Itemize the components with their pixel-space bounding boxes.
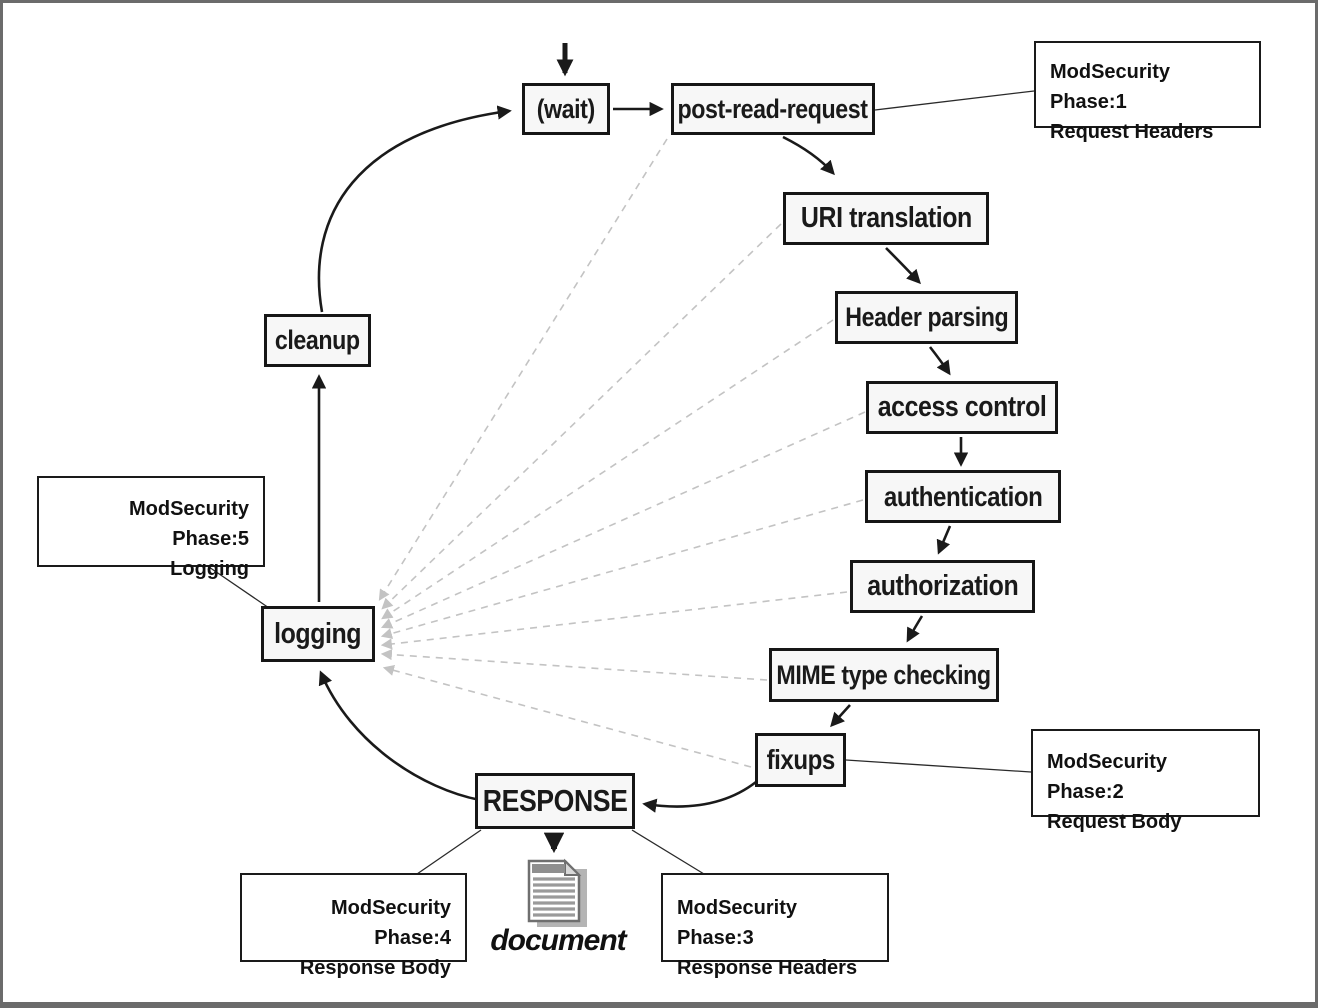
node-access-control: access control — [866, 381, 1058, 434]
callout-phase5-line1: ModSecurity Phase:5 — [128, 498, 249, 550]
document-label: document — [490, 924, 626, 957]
callout-phase2-line2: Request Body — [1047, 811, 1182, 833]
callout-connector-lines — [208, 90, 1035, 875]
dashed-links-to-logging — [378, 138, 866, 768]
node-mime-type-checking-label: MIME type checking — [776, 659, 992, 690]
node-authorization-label: authorization — [867, 570, 1018, 602]
callout-phase1-line2: Request Headers — [1050, 121, 1214, 143]
node-header-parsing-label: Header parsing — [844, 302, 1009, 332]
callout-modsecurity-phase5: ModSecurity Phase:5 Logging — [37, 476, 265, 580]
callout-phase4-line1: ModSecurity Phase:4 — [330, 897, 451, 949]
node-header-parsing: Header parsing — [835, 291, 1018, 344]
callout-modsecurity-phase2: ModSecurity Phase:2 Request Body — [1031, 729, 1260, 833]
callout-phase3-line1: ModSecurity Phase:3 — [677, 897, 798, 949]
node-uri-translation: URI translation — [783, 192, 989, 245]
node-access-control-label: access control — [877, 391, 1047, 423]
callout-phase3-line2: Response Headers — [677, 957, 858, 979]
node-authentication-label: authentication — [883, 480, 1043, 512]
node-cleanup: cleanup — [264, 314, 371, 367]
callout-phase1-line1: ModSecurity Phase:1 — [1050, 61, 1171, 113]
node-mime-type-checking: MIME type checking — [769, 648, 999, 702]
node-authentication: authentication — [865, 470, 1061, 523]
node-wait-label: (wait) — [536, 93, 596, 124]
callout-modsecurity-phase4: ModSecurity Phase:4 Response Body — [240, 873, 467, 979]
document-icon — [519, 857, 597, 933]
callout-modsecurity-phase1: ModSecurity Phase:1 Request Headers — [1034, 41, 1261, 143]
callout-phase4-line2: Response Body — [299, 957, 451, 979]
node-response-label: RESPONSE — [482, 783, 628, 818]
node-fixups-label: fixups — [766, 744, 835, 775]
flow-arrows-layer — [208, 43, 1035, 875]
node-uri-translation-label: URI translation — [800, 202, 972, 234]
main-cycle-arrows — [311, 43, 969, 854]
node-logging-label: logging — [274, 617, 362, 650]
node-logging: logging — [261, 606, 375, 662]
node-authorization: authorization — [850, 560, 1035, 613]
node-post-read-request: post-read-request — [671, 83, 875, 135]
node-cleanup-label: cleanup — [275, 325, 360, 355]
node-fixups: fixups — [755, 733, 846, 787]
node-wait: (wait) — [522, 83, 610, 135]
node-post-read-request-label: post-read-request — [677, 93, 869, 124]
node-response: RESPONSE — [475, 773, 635, 829]
callout-modsecurity-phase3: ModSecurity Phase:3 Response Headers — [661, 873, 889, 979]
callout-phase2-line1: ModSecurity Phase:2 — [1047, 751, 1168, 803]
callout-phase5-line2: Logging — [170, 558, 249, 580]
